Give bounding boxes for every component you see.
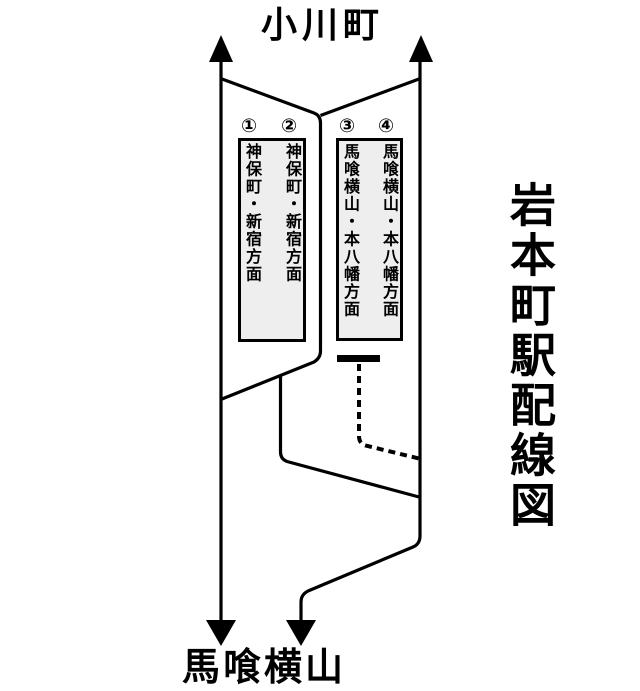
track-line-center [221,77,323,401]
buffer-stop-bar [337,355,380,362]
arrow-down-icon [286,620,316,646]
arrow-up-icon [409,35,433,62]
track-number-4: ④ [377,115,395,137]
arrow-up-icon [209,35,233,62]
track-2-destination: 神保町・新宿方面 [283,143,302,283]
platform-1-2: 神保町・新宿方面 神保町・新宿方面 [238,138,306,342]
track-1-destination: 神保町・新宿方面 [243,143,262,283]
track-3-destination: 馬喰横山・本八幡方面 [341,143,360,318]
track-number-2: ② [280,115,298,137]
station-label-bottom: 馬喰横山 [181,645,346,689]
track-4-destination: 馬喰横山・本八幡方面 [380,143,399,318]
station-label-top: 小川町 [260,5,384,46]
track-line-branch [278,376,420,499]
arrow-down-icon [206,620,236,646]
track-line-right-main [299,48,422,634]
dashed-track-line [357,364,420,461]
track-line-v-right [319,77,420,118]
diagram-title: 岩本町駅配線図 [503,181,557,531]
track-number-3: ③ [338,115,356,137]
platform-3-4: 馬喰横山・本八幡方面 馬喰横山・本八幡方面 [336,138,403,341]
track-number-1: ① [240,115,258,137]
